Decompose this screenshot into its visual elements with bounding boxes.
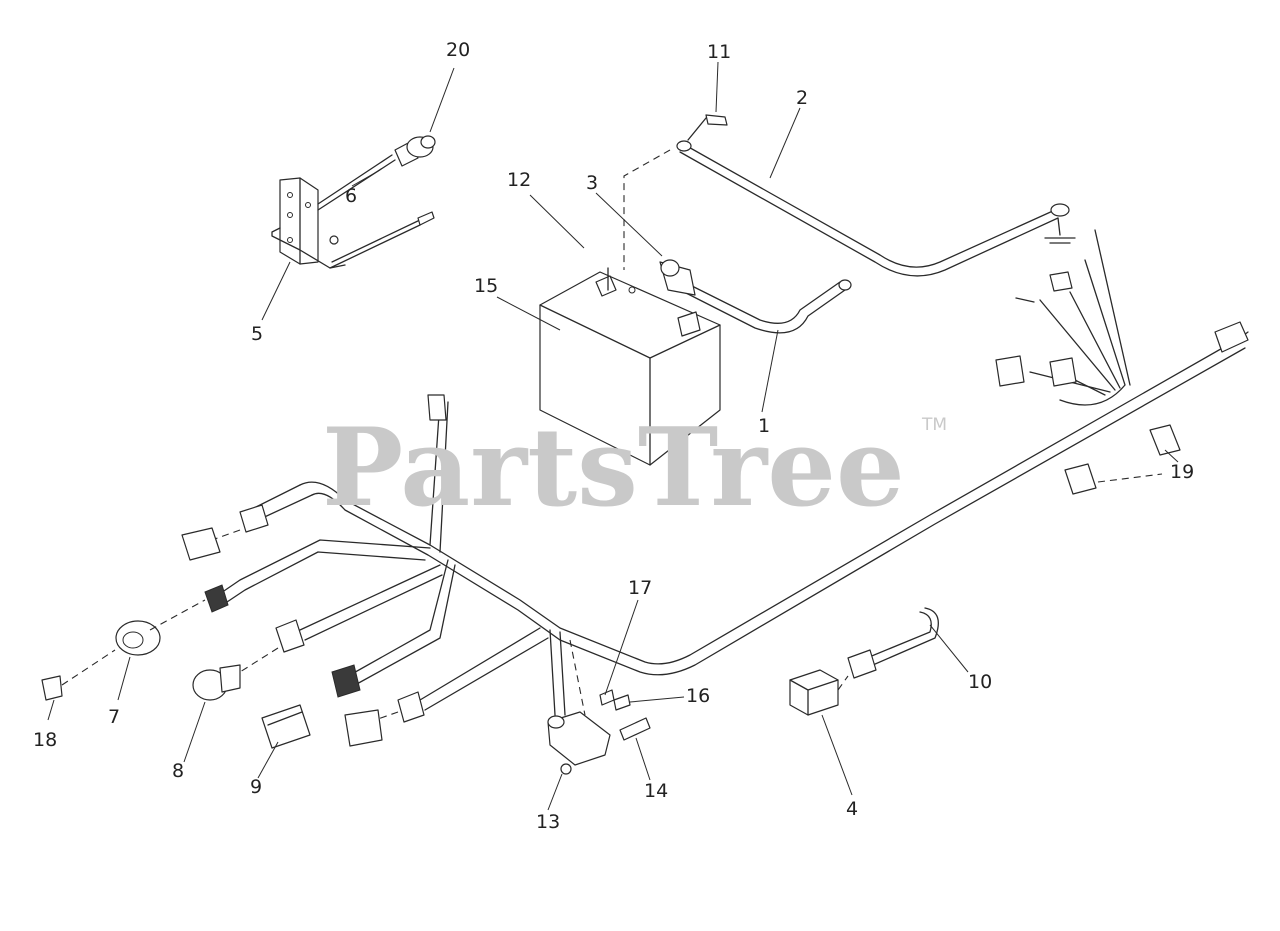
part-15-battery: [539, 267, 721, 466]
harness-branch-pigtails: [995, 229, 1131, 406]
callout-7[interactable]: 7: [108, 706, 120, 728]
callout-leader-lines: [47, 61, 1179, 811]
watermark-trademark: TM: [921, 415, 947, 435]
callout-2[interactable]: 2: [796, 87, 808, 109]
callout-3[interactable]: 3: [586, 172, 598, 194]
callout-5[interactable]: 5: [251, 323, 263, 345]
part-19-harness-clips: [1064, 424, 1181, 495]
callout-19[interactable]: 19: [1170, 461, 1194, 483]
callout-11[interactable]: 11: [707, 41, 731, 63]
watermark-text: PartsTree: [322, 405, 905, 531]
part-18-key: [41, 649, 116, 701]
part-8-connector-socket: [192, 664, 241, 701]
callout-15[interactable]: 15: [474, 275, 498, 297]
part-4-relay: [789, 669, 849, 716]
callout-10[interactable]: 10: [968, 671, 992, 693]
callout-4[interactable]: 4: [846, 798, 858, 820]
part-10-harness-lead: [847, 607, 939, 679]
callout-9[interactable]: 9: [250, 776, 262, 798]
callout-16[interactable]: 16: [686, 685, 710, 707]
callout-18[interactable]: 18: [33, 729, 57, 751]
part-14-mounting-bracket: [547, 689, 651, 775]
callout-12[interactable]: 12: [507, 169, 531, 191]
part-5-bracket-assembly: [271, 135, 436, 269]
callout-1[interactable]: 1: [758, 415, 770, 437]
callout-20[interactable]: 20: [446, 39, 470, 61]
callout-14[interactable]: 14: [644, 780, 668, 802]
main-wiring-harness: [181, 321, 1249, 747]
part-1-battery-cable: [659, 259, 852, 334]
callout-8[interactable]: 8: [172, 760, 184, 782]
callout-13[interactable]: 13: [536, 811, 560, 833]
callout-17[interactable]: 17: [628, 577, 652, 599]
callout-numbers: 1 2 3 4 5 6 7 8 9 10 11 12 13 14 15 16 1…: [33, 39, 1194, 833]
part-2-ground-cable: [623, 114, 1076, 277]
callout-6[interactable]: 6: [345, 185, 357, 207]
part-9-rocker-switch: [261, 704, 311, 749]
part-7-ignition-switch: [115, 599, 206, 656]
